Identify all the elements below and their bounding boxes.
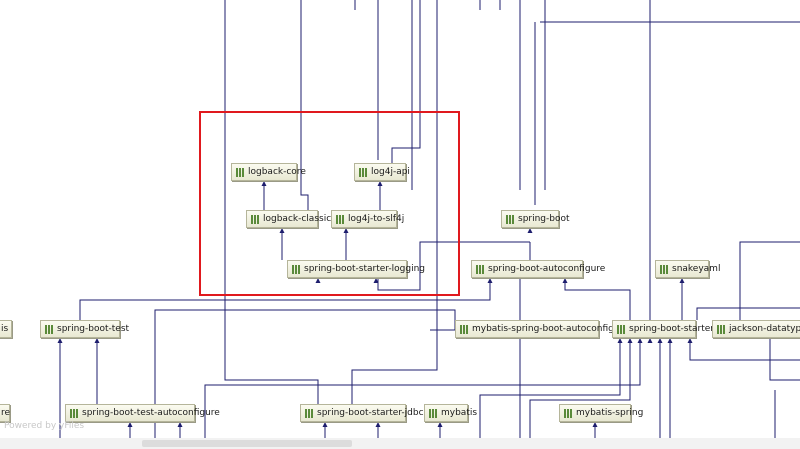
jar-icon xyxy=(359,167,368,177)
node-label: mybatis-spring-boot-autoconfigure xyxy=(472,324,629,334)
node-log4j-to-slf4j[interactable]: log4j-to-slf4j xyxy=(331,210,404,228)
arrowhead xyxy=(437,422,443,427)
arrowhead xyxy=(487,278,493,283)
arrowhead xyxy=(627,338,633,343)
node-label: mybatis-spring xyxy=(576,408,644,418)
jar-icon xyxy=(506,214,515,224)
arrowhead xyxy=(94,338,100,343)
node-label: spring-boot-starter xyxy=(629,324,714,334)
jar-icon xyxy=(660,264,669,274)
node-jackson-datatype-jdk8[interactable]: jackson-datatype-jdk8 xyxy=(712,320,800,338)
dependency-edge xyxy=(224,0,319,404)
node-spring-boot-autoconfigure[interactable]: spring-boot-autoconfigure xyxy=(471,260,605,278)
dependency-edge xyxy=(377,241,530,291)
node-partial-left-2[interactable]: re xyxy=(0,404,10,422)
node-label: logback-classic xyxy=(263,214,332,224)
arrowhead xyxy=(657,338,663,343)
arrowhead xyxy=(261,181,267,186)
arrowhead xyxy=(562,278,568,283)
arrowhead xyxy=(377,181,383,186)
arrowhead xyxy=(667,338,673,343)
arrowhead xyxy=(637,338,643,343)
node-spring-boot-starter[interactable]: spring-boot-starter xyxy=(612,320,714,338)
node-spring-boot-test[interactable]: spring-boot-test xyxy=(40,320,129,338)
node-label: is xyxy=(1,324,9,334)
jar-icon xyxy=(476,264,485,274)
node-log4j-api[interactable]: log4j-api xyxy=(354,163,410,181)
arrowhead xyxy=(592,422,598,427)
arrowhead xyxy=(687,338,693,343)
arrowhead xyxy=(127,422,133,427)
arrowhead xyxy=(322,422,328,427)
dependency-edge xyxy=(79,278,491,320)
arrowhead xyxy=(375,422,381,427)
jar-icon xyxy=(45,324,54,334)
node-label: snakeyaml xyxy=(672,264,721,274)
dependency-edge xyxy=(564,278,631,320)
dependency-edge xyxy=(204,338,641,440)
dependency-edge xyxy=(300,0,309,210)
jar-icon xyxy=(236,167,245,177)
jar-icon xyxy=(429,408,438,418)
arrowhead xyxy=(343,228,349,233)
node-label: spring-boot-starter-jdbc xyxy=(317,408,424,418)
arrowhead xyxy=(617,338,623,343)
dependency-edge xyxy=(529,338,631,440)
jar-icon xyxy=(305,408,314,418)
jar-icon xyxy=(70,408,79,418)
dependency-edge xyxy=(479,338,621,440)
node-spring-boot-starter-jdbc[interactable]: spring-boot-starter-jdbc xyxy=(300,404,424,422)
jar-icon xyxy=(336,214,345,224)
dependency-edge xyxy=(689,338,800,361)
jar-icon xyxy=(617,324,626,334)
node-spring-boot-starter-logging[interactable]: spring-boot-starter-logging xyxy=(287,260,425,278)
jar-icon xyxy=(717,324,726,334)
arrowhead xyxy=(679,278,685,283)
node-label: spring-boot-autoconfigure xyxy=(488,264,606,274)
scrollbar-thumb[interactable] xyxy=(142,440,352,447)
selection-rectangle xyxy=(199,111,460,296)
node-snakeyaml[interactable]: snakeyaml xyxy=(655,260,720,278)
node-partial-left[interactable]: is xyxy=(0,320,12,338)
node-label: spring-boot xyxy=(518,214,570,224)
arrowhead xyxy=(57,338,63,343)
dependency-edge xyxy=(391,0,421,163)
node-mybatis-spring-boot-autoconfigure[interactable]: mybatis-spring-boot-autoconfigure xyxy=(455,320,629,338)
dependency-edge xyxy=(739,241,800,320)
powered-by-text: Powered by yFiles xyxy=(4,421,85,431)
jar-icon xyxy=(460,324,469,334)
node-label: jackson-datatype-jdk8 xyxy=(729,324,800,334)
node-logback-classic[interactable]: logback-classic xyxy=(246,210,331,228)
arrowhead xyxy=(279,228,285,233)
arrowhead xyxy=(647,338,653,343)
node-label: spring-boot-test-autoconfigure xyxy=(82,408,220,418)
arrowhead xyxy=(177,422,183,427)
node-label: spring-boot-test xyxy=(57,324,130,334)
node-label: log4j-api xyxy=(371,167,410,177)
jar-icon xyxy=(564,408,573,418)
arrowhead xyxy=(527,228,533,233)
dependency-edge xyxy=(351,0,438,404)
node-label: re xyxy=(1,408,11,418)
jar-icon xyxy=(292,264,301,274)
dependency-edge xyxy=(769,338,800,381)
node-label: log4j-to-slf4j xyxy=(348,214,405,224)
node-spring-boot[interactable]: spring-boot xyxy=(501,210,570,228)
node-label: mybatis xyxy=(441,408,478,418)
arrowhead xyxy=(373,278,379,283)
arrowhead xyxy=(315,278,321,283)
horizontal-scrollbar[interactable] xyxy=(0,438,800,449)
node-logback-core[interactable]: logback-core xyxy=(231,163,306,181)
node-label: logback-core xyxy=(248,167,306,177)
dependency-edge xyxy=(696,307,800,320)
jar-icon xyxy=(251,214,260,224)
node-mybatis[interactable]: mybatis xyxy=(424,404,477,422)
node-label: spring-boot-starter-logging xyxy=(304,264,425,274)
node-mybatis-spring[interactable]: mybatis-spring xyxy=(559,404,643,422)
node-spring-boot-test-autoconfigure[interactable]: spring-boot-test-autoconfigure xyxy=(65,404,220,422)
